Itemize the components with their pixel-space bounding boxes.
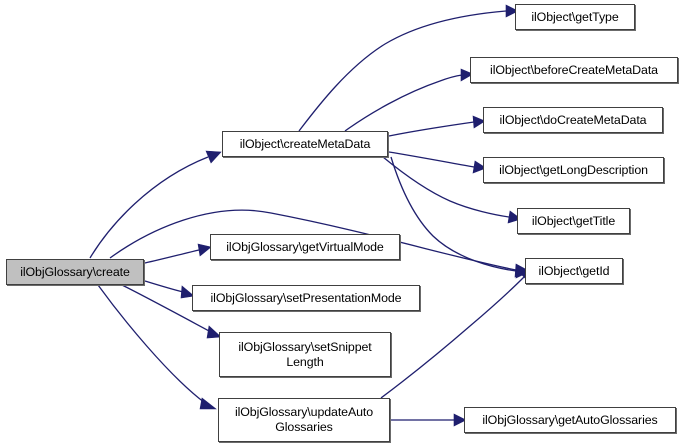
node-label: ilObjGlossary\setPresentationMode — [210, 290, 402, 305]
node-label: ilObject\beforeCreateMetaData — [490, 62, 658, 77]
node-ilObject-getTitle[interactable]: ilObject\getTitle — [517, 208, 630, 234]
node-ilObject-getId[interactable]: ilObject\getId — [525, 258, 623, 284]
node-label: ilObjGlossary\getAutoGlossaries — [482, 412, 658, 427]
node-ilObject-getLongDescription[interactable]: ilObject\getLongDescription — [483, 157, 664, 183]
node-ilObjGlossary-getAutoGlossaries[interactable]: ilObjGlossary\getAutoGlossaries — [464, 407, 676, 433]
node-ilObject-beforeCreateMetaData[interactable]: ilObject\beforeCreateMetaData — [470, 57, 678, 83]
edge-root-to-setPresentationMode — [144, 280, 195, 299]
node-ilObject-doCreateMetaData[interactable]: ilObject\doCreateMetaData — [483, 107, 663, 133]
edge-createMetaData-to-getLongDescription — [388, 151, 487, 174]
node-label: ilObjGlossary\getVirtualMode — [226, 239, 384, 254]
node-label: ilObject\getType — [531, 9, 619, 24]
node-ilObject-getType[interactable]: ilObject\getType — [515, 4, 635, 30]
node-label: ilObjGlossary\create — [20, 264, 130, 279]
edge-root-to-setSnippetLength — [121, 284, 222, 339]
node-ilObject-createMetaData[interactable]: ilObject\createMetaData — [222, 131, 388, 157]
node-label: ilObject\getLongDescription — [499, 162, 648, 177]
edge-root-to-createMetaData — [89, 150, 222, 259]
edge-createMetaData-to-getType — [298, 4, 519, 132]
node-label: ilObject\getId — [538, 263, 610, 278]
edge-root-to-updateAutoGlossaries — [97, 284, 217, 410]
node-ilObjGlossary-create[interactable]: ilObjGlossary\create — [6, 259, 144, 285]
node-label: ilObject\createMetaData — [239, 136, 371, 151]
node-label: ilObjGlossary\updateAuto Glossaries — [234, 405, 374, 434]
node-ilObjGlossary-setPresentationMode[interactable]: ilObjGlossary\setPresentationMode — [192, 285, 420, 311]
node-ilObjGlossary-setSnippetLength[interactable]: ilObjGlossary\setSnippet Length — [219, 332, 391, 377]
edge-createMetaData-to-beforeCreateMetaData — [344, 68, 474, 132]
node-ilObjGlossary-updateAutoGlossaries[interactable]: ilObjGlossary\updateAuto Glossaries — [218, 398, 390, 442]
edge-updateAutoGlossaries-to-getAutoGlossaries — [390, 413, 467, 427]
edge-createMetaData-to-doCreateMetaData — [388, 115, 486, 137]
node-label: ilObject\doCreateMetaData — [499, 112, 647, 127]
node-ilObjGlossary-getVirtualMode[interactable]: ilObjGlossary\getVirtualMode — [210, 234, 400, 260]
node-label: ilObject\getTitle — [531, 213, 616, 228]
node-label: ilObjGlossary\setSnippet Length — [238, 339, 372, 369]
edge-root-to-getVirtualMode — [144, 243, 212, 264]
